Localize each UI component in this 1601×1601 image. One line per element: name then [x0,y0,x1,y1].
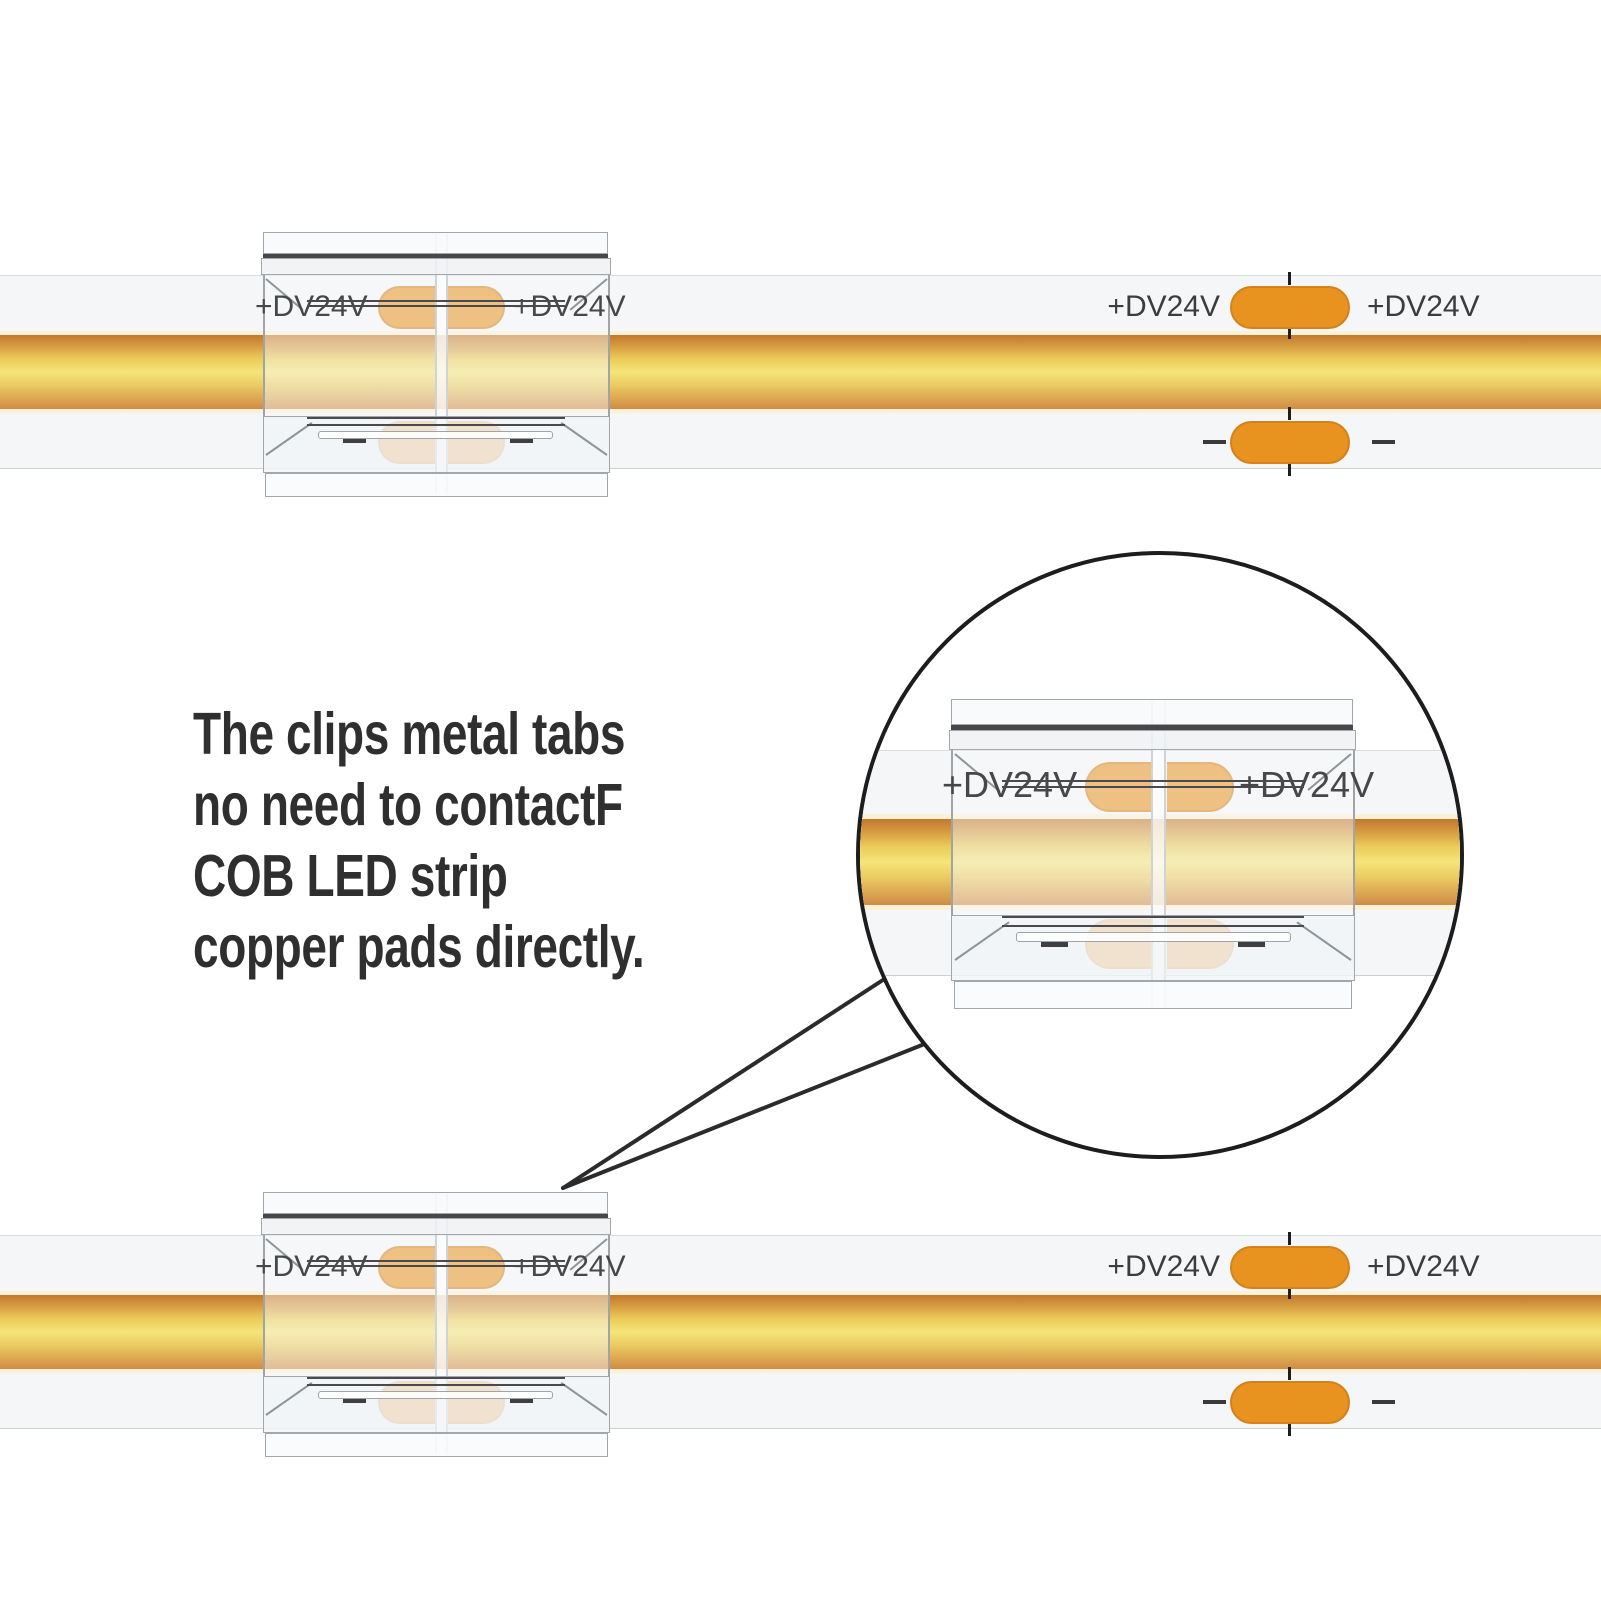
clip-upper-body [949,730,1356,750]
connector-clip-bottom: +DV24V +DV24V [255,1192,626,1457]
clip-bottom-lip [265,473,608,497]
strip-fringe [0,409,1601,413]
metal-tab [307,305,565,307]
minus-mark [1372,440,1395,444]
clip-upper-body [261,1218,611,1235]
minus-mark [510,439,533,443]
clip-upper-body [261,258,611,275]
pointer-line [561,976,888,1190]
voltage-label: +DV24V [1367,1250,1480,1283]
voltage-label: +DV24V [255,1250,368,1283]
clip-bottom-lip [954,981,1352,1009]
metal-tab [307,1265,565,1267]
minus-mark [1238,942,1265,947]
minus-mark [1372,1400,1395,1404]
copper-pad-joint [447,286,505,329]
clip-top-lip [263,232,608,254]
cob-phosphor-band [0,335,1601,409]
cut-line-dash [1288,328,1291,339]
clip-window [263,1235,610,1376]
instruction-line: copper pads directly. [193,914,645,980]
minus-mark [1203,440,1226,444]
clip-edge [263,254,608,258]
minus-mark [510,1399,533,1403]
clip-edge [951,725,1353,730]
copper-pad-positive [1230,1246,1350,1289]
clip-edge [263,1214,608,1218]
instruction-line: COB LED strip [193,843,508,909]
instruction-text: The clips metal tabs no need to contactF… [193,699,772,983]
clip-bottom-lip [265,1433,608,1457]
magnifier-circle: +DV24V +DV24V [856,551,1464,1159]
voltage-label: +DV24V [1107,290,1220,323]
copper-pad-joint [378,286,436,329]
metal-tab [1002,916,1304,918]
minus-mark [1041,942,1068,947]
voltage-label: +DV24V [1239,764,1375,805]
copper-pad-positive [1230,286,1350,329]
copper-pad-joint [447,1246,505,1289]
cut-line-dash [1288,272,1291,285]
cut-line-dash [1288,1288,1291,1299]
strip-fringe [0,1369,1601,1373]
metal-tab [1002,925,1304,927]
cut-line-dash [1288,407,1291,420]
metal-tab [307,300,565,302]
metal-tab [307,1377,565,1379]
voltage-label: +DV24V [1107,1250,1220,1283]
copper-pad-joint [378,1246,436,1289]
copper-pad-negative [1230,1381,1350,1424]
voltage-label: +DV24V [942,764,1078,805]
pointer-line [561,1041,929,1190]
clip-window [951,750,1355,915]
metal-tab [307,424,565,426]
minus-mark [343,439,366,443]
clip-window [263,275,610,416]
metal-tab [1002,780,1304,782]
cob-phosphor-band [0,1295,1601,1369]
voltage-label: +DV24V [1367,290,1480,323]
voltage-label: +DV24V [513,1250,626,1283]
connector-clip-top: +DV24V +DV24V [255,232,626,497]
instruction-line: The clips metal tabs [193,701,626,767]
strip-fringe [0,331,1601,335]
clip-top-lip [951,699,1353,725]
metal-tab [307,417,565,419]
metal-tab [307,1384,565,1386]
copper-pad-negative [1230,421,1350,464]
metal-tab [307,1260,565,1262]
cut-line-dash [1288,464,1291,476]
strip-fringe [0,1291,1601,1295]
metal-tab-bar [318,431,553,439]
minus-mark [343,1399,366,1403]
metal-tab-bar [318,1391,553,1399]
metal-tab-bar [1016,932,1291,942]
clip-top-lip [263,1192,608,1214]
cut-line-dash [1288,1424,1291,1436]
minus-mark [1203,1400,1226,1404]
connector-clip-magnified: +DV24V +DV24V [942,699,1374,1009]
metal-tab [1002,786,1304,788]
instruction-line: no need to contactF [193,772,623,838]
cut-line-dash [1288,1232,1291,1245]
cut-line-dash [1288,1367,1291,1380]
